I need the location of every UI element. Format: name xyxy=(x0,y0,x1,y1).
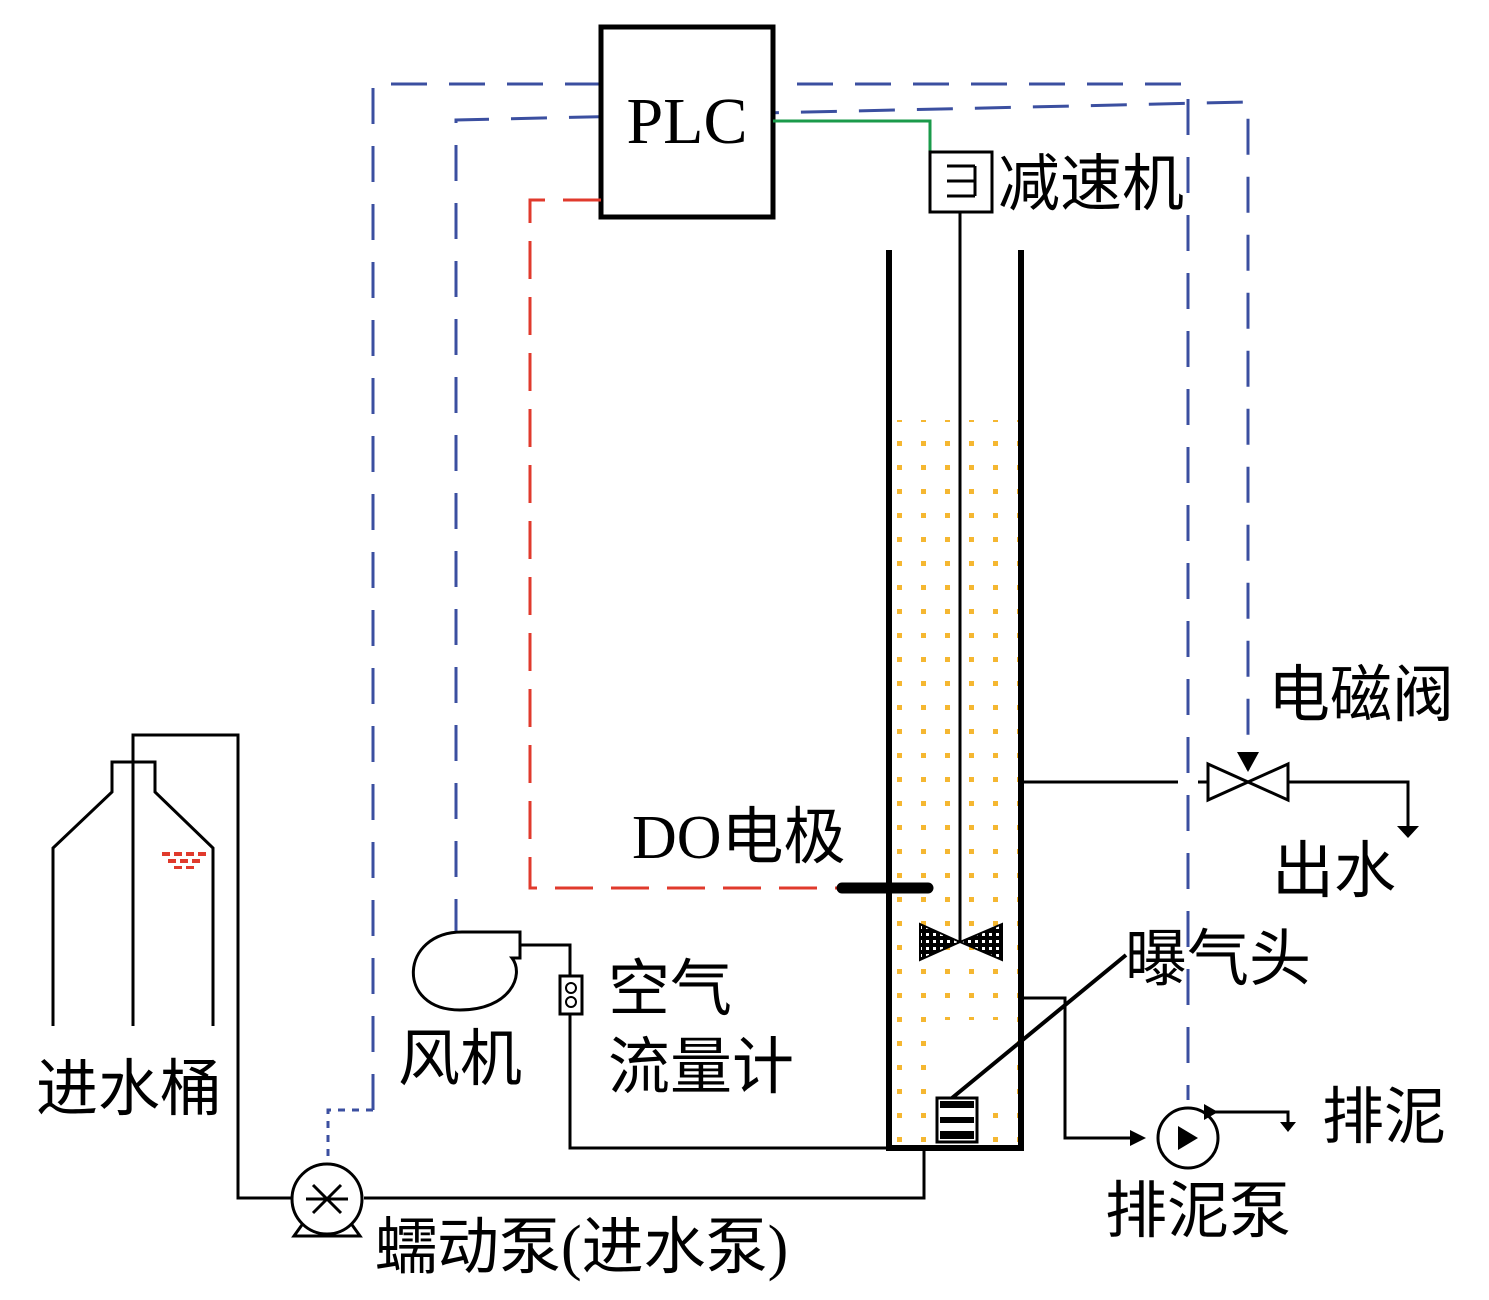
pump-control-line xyxy=(326,1108,373,1178)
plc-controller: PLC xyxy=(598,24,776,220)
peristaltic-pump-label: 蠕动泵(进水泵) xyxy=(375,1214,788,1282)
plc-label: PLC xyxy=(626,85,747,158)
air-line xyxy=(520,943,889,1150)
outer-control-line xyxy=(371,82,1190,1110)
do-electrode: DO电极 xyxy=(632,804,934,894)
solenoid-valve-label: 电磁阀 xyxy=(1268,662,1454,730)
do-signal-line xyxy=(528,198,850,890)
motor-signal-line xyxy=(773,119,932,152)
effluent-arrow xyxy=(1397,826,1419,838)
influent-tank: 进水桶 xyxy=(36,760,222,1124)
sludge-pump xyxy=(1156,1104,1220,1170)
influent-tank-label: 进水桶 xyxy=(36,1056,222,1124)
stirrer xyxy=(919,212,1003,962)
sludge-discharge-label: 排泥 xyxy=(1322,1084,1446,1152)
air-flowmeter-label-line1: 空气 xyxy=(608,956,732,1024)
air-flowmeter-label-line2: 流量计 xyxy=(608,1034,794,1102)
sludge-arrow-in xyxy=(1130,1130,1146,1146)
blower-label: 风机 xyxy=(398,1026,522,1094)
blower: 风机 xyxy=(398,930,522,1094)
tank-water-level xyxy=(162,852,206,869)
do-electrode-label: DO电极 xyxy=(632,804,846,872)
impeller xyxy=(919,922,1003,962)
sludge-arrow-out xyxy=(1280,1122,1296,1132)
inner-control-line xyxy=(454,100,1250,935)
effluent-line xyxy=(1021,780,1410,830)
air-flowmeter: 空气 流量计 xyxy=(558,956,794,1102)
blue-control-lines xyxy=(326,82,1250,1178)
influent-line xyxy=(131,733,926,1200)
sludge-pump-label: 排泥泵 xyxy=(1105,1178,1291,1246)
solenoid-valve: 电磁阀 xyxy=(1206,662,1454,803)
reducer-label: 减速机 xyxy=(998,151,1184,219)
effluent-label: 出水 xyxy=(1272,838,1396,906)
peristaltic-pump xyxy=(290,1162,364,1238)
aerator-label: 曝气头 xyxy=(1125,926,1311,994)
aerator: 曝气头 xyxy=(935,926,1311,1144)
sludge-line xyxy=(1021,996,1290,1140)
reactor-column xyxy=(886,250,1024,1151)
speed-reducer: 减速机 xyxy=(928,150,1184,219)
